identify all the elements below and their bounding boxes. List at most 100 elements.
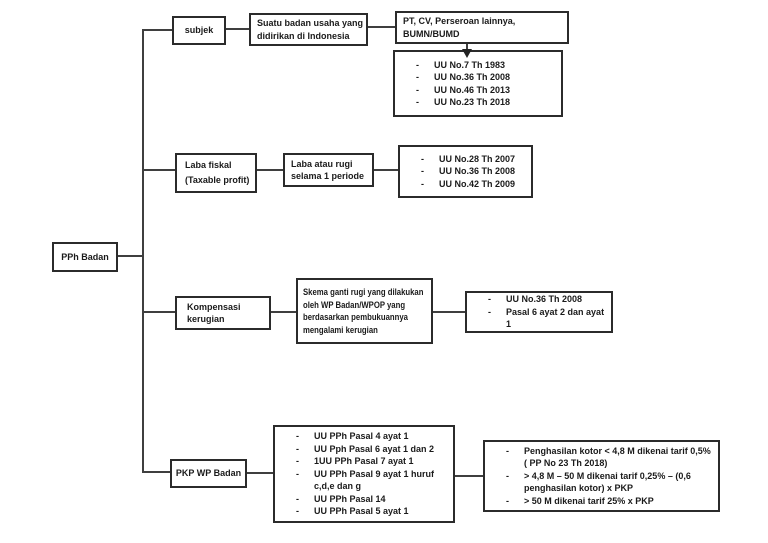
law-item: -UU No.46 Th 2013 <box>395 84 557 97</box>
node-pkp-laws: - UU PPh Pasal 4 ayat 1 - UU Pph Pasal 6 a… <box>273 425 455 523</box>
text-line: oleh WP Badan/WPOP yang <box>303 299 406 310</box>
connector-kompensasi-desc <box>271 311 296 313</box>
bullet-dash: - <box>416 72 419 82</box>
arrow-down-icon <box>462 49 472 58</box>
connector-laba-desc <box>257 169 283 171</box>
law-item: - UU Pph Pasal 6 ayat 1 dan 2 <box>275 443 449 456</box>
bullet-dash: - <box>296 431 299 442</box>
law-item: - UU PPh Pasal 9 ayat 1 huruf c,d,e dan g <box>275 468 449 493</box>
tarif-item: - > 4,8 M – 50 M dikenai tarif 0,25% – (0… <box>485 470 714 495</box>
law-text: UU No.28 Th 2007 <box>439 153 516 164</box>
bullet-dash: - <box>296 468 299 479</box>
node-subjek-desc: Suatu badan usaha yang didirikan di Indo… <box>249 13 368 46</box>
bullet-dash: - <box>421 153 424 164</box>
root-label: PPh Badan <box>61 251 109 262</box>
node-kompensasi-laws: - UU No.36 Th 2008 - Pasal 6 ayat 2 dan ay… <box>465 291 613 333</box>
tarif-text: > 50 M dikenai tarif 25% x PKP <box>524 495 654 506</box>
node-pkp: PKP WP Badan <box>170 459 247 488</box>
bullet-dash: - <box>506 470 509 481</box>
text-line: Skema ganti rugi yang dilakukan <box>303 287 424 297</box>
law-item: - 1UU PPh Pasal 7 ayat 1 <box>275 455 449 468</box>
connector-root-trunk <box>118 255 144 257</box>
tarif-text: > 4,8 M – 50 M dikenai tarif 0,25% – (0,… <box>524 470 691 494</box>
connector-trunk-laba <box>142 169 175 171</box>
bullet-dash: - <box>506 495 509 506</box>
text-line: selama 1 periode <box>291 171 365 181</box>
bullet-dash: - <box>296 443 299 454</box>
tarif-item: - > 50 M dikenai tarif 25% x PKP <box>485 495 714 508</box>
law-text: UU No.36 Th 2008 <box>434 72 511 82</box>
trunk-line <box>142 29 144 473</box>
text-line: Laba atau rugi <box>291 158 353 169</box>
law-item: - UU No.23 Th 2018 <box>395 96 557 109</box>
subjek-label: subjek <box>184 25 214 36</box>
connector-pkp-laws <box>247 472 273 474</box>
text-line: didirikan di Indonesia <box>257 30 350 41</box>
node-laba-laws: - UU No.28 Th 2007 - UU No.36 Th 2008 - UU … <box>398 145 533 198</box>
connector-kompdesc-laws <box>433 311 465 313</box>
law-text: 1UU PPh Pasal 7 ayat 1 <box>314 456 414 467</box>
connector-trunk-subjek <box>142 29 172 31</box>
law-text: UU No.42 Th 2009 <box>439 178 516 189</box>
law-text: Pasal 6 ayat 2 dan ayat 1 <box>506 306 605 330</box>
text-line: berdasarkan pembukuannya <box>303 312 408 322</box>
tarif-item: - Penghasilan kotor < 4,8 M dikenai tarif… <box>485 445 714 470</box>
bullet-dash: - <box>506 445 509 456</box>
text-line: PT, CV, Perseroan lainnya, <box>403 16 516 26</box>
connector-subjek-desc <box>226 28 249 30</box>
bullet-dash: - <box>296 456 299 467</box>
text-line: kerugian <box>187 314 225 324</box>
law-item: - UU PPh Pasal 4 ayat 1 <box>275 430 449 443</box>
bullet-dash: - <box>416 84 419 95</box>
node-pkp-tarif: - Penghasilan kotor < 4,8 M dikenai tarif… <box>483 440 720 512</box>
law-item: - UU No.36 Th 2008 <box>395 71 557 84</box>
law-item: - UU PPh Pasal 14 <box>275 493 449 506</box>
law-item: - UU No.36 Th 2008 <box>400 165 527 178</box>
node-laba-fiskal: Laba fiskal (Taxable profit) <box>175 153 257 193</box>
bullet-dash: - <box>488 306 491 317</box>
text-line: (Taxable profit) <box>185 175 250 186</box>
text-line: BUMN/BUMD <box>403 28 460 39</box>
text-line: Kompensasi <box>187 301 241 312</box>
connector-labadesc-laws <box>374 169 398 171</box>
law-text: UU Pph Pasal 6 ayat 1 dan 2 <box>314 443 435 454</box>
bullet-dash: - <box>488 294 491 305</box>
law-text: UU PPh Pasal 14 <box>314 493 386 504</box>
node-laba-desc: Laba atau rugi selama 1 periode <box>283 153 374 187</box>
law-text: UU No.36 Th 2008 <box>439 166 516 177</box>
law-item: - UU No.42 Th 2009 <box>400 178 527 191</box>
bullet-dash: - <box>296 506 299 517</box>
node-kompensasi-desc: Skema ganti rugi yang dilakukan oleh WP … <box>296 278 433 344</box>
law-item: - UU No.36 Th 2008 <box>467 293 607 306</box>
law-item: - UU No.7 Th 1983 <box>395 59 557 72</box>
bullet-dash: - <box>416 97 419 107</box>
law-text: UU PPh Pasal 4 ayat 1 <box>314 431 409 442</box>
node-subjek-examples: PT, CV, Perseroan lainnya, BUMN/BUMD <box>395 11 569 44</box>
node-subjek: subjek <box>172 16 226 45</box>
text-line: Suatu badan usaha yang <box>257 18 364 28</box>
law-item: -UU PPh Pasal 5 ayat 1 <box>275 505 449 518</box>
text-line: Laba fiskal <box>185 160 232 171</box>
tarif-text: Penghasilan kotor < 4,8 M dikenai tarif … <box>524 445 711 469</box>
connector-pkplaws-tarif <box>455 475 483 477</box>
bullet-dash: - <box>296 493 299 504</box>
bullet-dash: - <box>421 178 424 189</box>
law-text: UU PPh Pasal 9 ayat 1 huruf c,d,e dan g <box>314 468 435 492</box>
pkp-label: PKP WP Badan <box>175 468 242 479</box>
connector-desc-examples <box>368 26 395 28</box>
bullet-dash: - <box>421 166 424 177</box>
connector-trunk-pkp <box>142 471 170 473</box>
law-item: - UU No.28 Th 2007 <box>400 153 527 166</box>
arrow-stem <box>466 41 468 50</box>
node-pph-badan: PPh Badan <box>52 242 118 272</box>
text-line: mengalami kerugian <box>303 324 378 335</box>
node-kompensasi: Kompensasi kerugian <box>175 296 271 330</box>
law-text: UU No.7 Th 1983 <box>434 59 506 70</box>
bullet-dash: - <box>416 59 419 70</box>
connector-trunk-kompensasi <box>142 311 175 313</box>
law-item: - Pasal 6 ayat 2 dan ayat 1 <box>467 306 607 331</box>
node-subjek-laws: -UU No.7 Th 1983 -UU No.36 Th 2008 -UU N… <box>393 50 563 117</box>
law-text: UU No.23 Th 2018 <box>434 97 511 107</box>
law-text: UU No.36 Th 2008 <box>506 294 583 305</box>
